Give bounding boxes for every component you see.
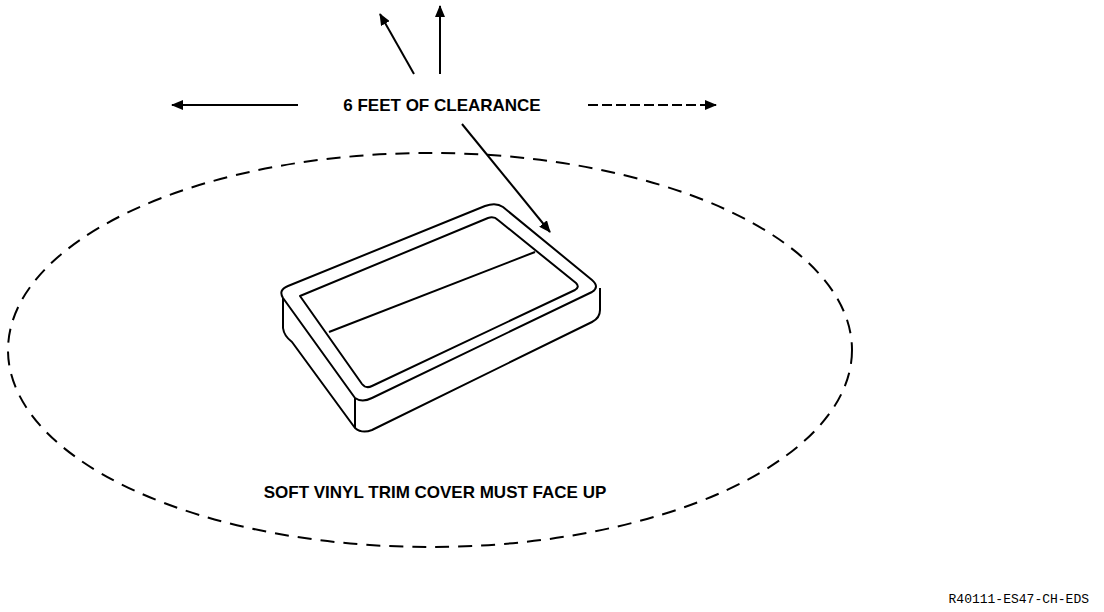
left-arrow [172,104,298,106]
note-label: SOFT VINYL TRIM COVER MUST FACE UP [261,483,610,503]
up-arrow [380,14,414,74]
dimension-label: 6 FEET OF CLEARANCE [340,96,543,116]
right-arrow [588,104,716,106]
air-bag-module [281,204,600,431]
up-arrow [439,6,441,74]
figure-id: R40111-ES47-CH-EDS [946,592,1092,607]
clearance-ellipse [8,153,852,547]
